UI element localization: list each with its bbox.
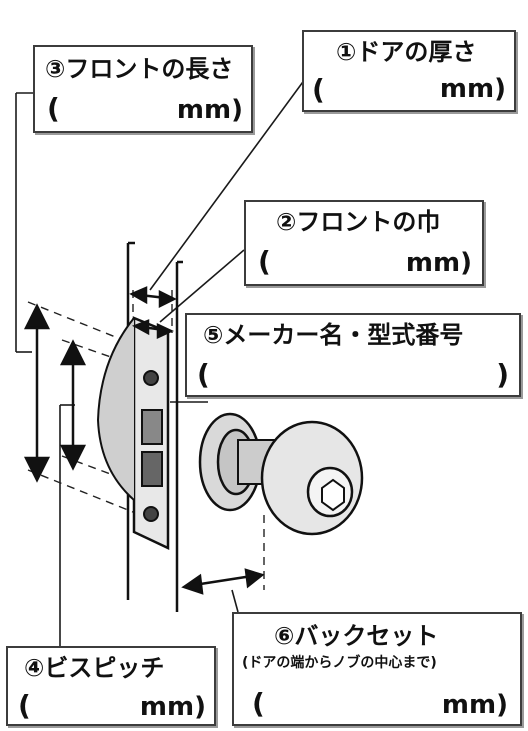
- door-thickness-unit: mm): [439, 74, 506, 104]
- latch-faceplate: [96, 316, 170, 550]
- maker-model-open-paren: (: [197, 358, 210, 391]
- leader-door-thickness: [149, 74, 309, 291]
- door-thickness-open-paren: (: [312, 73, 325, 106]
- backset-note: (ドアの端からノブの中心まで): [242, 655, 437, 671]
- screw-pitch-unit: mm): [139, 692, 206, 722]
- backset-title: ⑥バックセット: [274, 622, 439, 650]
- front-width-title: ②フロントの巾: [276, 208, 441, 236]
- front-width-open-paren: (: [258, 245, 271, 278]
- front-width-box: ②フロントの巾 ( mm): [244, 200, 484, 286]
- screw-pitch-title: ④ビスピッチ: [24, 654, 165, 682]
- door-thickness-title: ①ドアの厚さ: [336, 38, 477, 66]
- maker-model-title: ⑤メーカー名・型式番号: [203, 321, 464, 349]
- leader-backset: [231, 589, 239, 613]
- maker-model-close-paren: ): [496, 358, 509, 391]
- backset-unit: mm): [441, 690, 508, 720]
- front-width-unit: mm): [405, 248, 472, 278]
- screw-pitch-box: ④ビスピッチ ( mm): [6, 646, 216, 726]
- leader-front-width: [159, 249, 245, 323]
- backset-box: ⑥バックセット (ドアの端からノブの中心まで) ( mm): [232, 612, 522, 726]
- door-thickness-box: ①ドアの厚さ ( mm): [302, 30, 516, 112]
- screw-bottom: [143, 506, 159, 522]
- backset-open-paren: (: [252, 687, 265, 720]
- screw-top: [143, 370, 159, 386]
- door-knob: [198, 412, 364, 536]
- maker-model-box: ⑤メーカー名・型式番号 ( ): [185, 313, 521, 397]
- screw-pitch-open-paren: (: [18, 689, 31, 722]
- front-length-unit: mm): [176, 95, 243, 125]
- front-length-box: ③フロントの長さ ( mm): [33, 45, 253, 133]
- front-length-open-paren: (: [47, 92, 60, 125]
- backset-arrow: [193, 574, 253, 587]
- front-length-title: ③フロントの長さ: [45, 55, 234, 83]
